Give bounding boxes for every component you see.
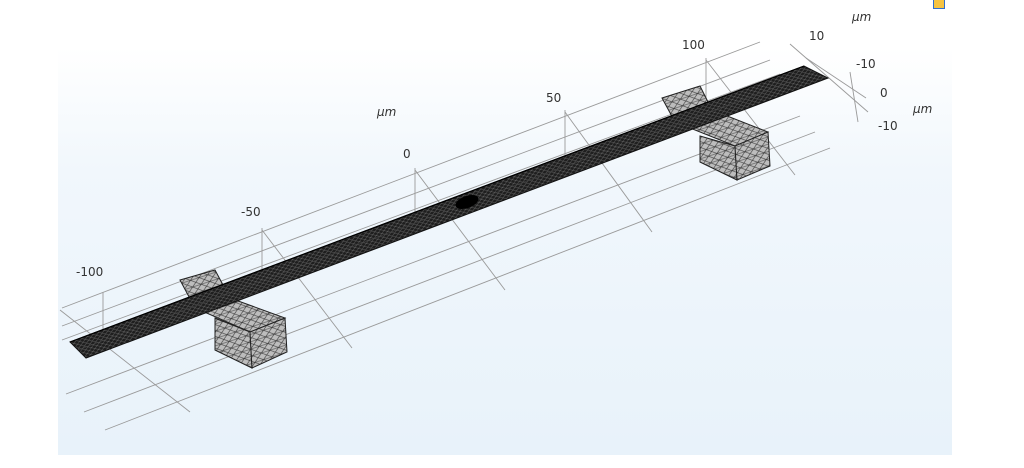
grid-line [61, 41, 761, 309]
grid-line [564, 111, 653, 233]
grid-line [849, 71, 859, 123]
beam [69, 65, 830, 359]
x-tick-label: -50 [241, 205, 261, 219]
grid-line [61, 59, 771, 327]
grid-line [104, 147, 831, 431]
y-axis-unit: µm [912, 102, 932, 116]
grid-line [805, 57, 867, 99]
y-tick-label: 0 [880, 86, 888, 100]
graphics-viewport[interactable] [58, 48, 952, 455]
grid-lines [59, 41, 869, 431]
z-tick-label: 10 [809, 29, 824, 43]
y-tick-label: -10 [878, 119, 898, 133]
x-axis-unit: µm [376, 105, 396, 119]
grid-line [65, 115, 801, 395]
x-tick-label: 50 [546, 91, 561, 105]
grid-line [705, 59, 796, 176]
grid-line [83, 131, 816, 413]
mesh-refinement-region [455, 195, 479, 209]
graphics-window-icon[interactable] [933, 0, 945, 9]
x-tick-label: 100 [682, 38, 705, 52]
grid-line [261, 229, 353, 349]
grid-line [59, 309, 191, 413]
x-tick-label: -100 [76, 265, 103, 279]
grid-line [414, 169, 506, 291]
grid-line [61, 73, 781, 341]
z-axis-unit: µm [851, 10, 871, 24]
y-tick-label: -10 [856, 57, 876, 71]
x-tick-label: 0 [403, 147, 411, 161]
